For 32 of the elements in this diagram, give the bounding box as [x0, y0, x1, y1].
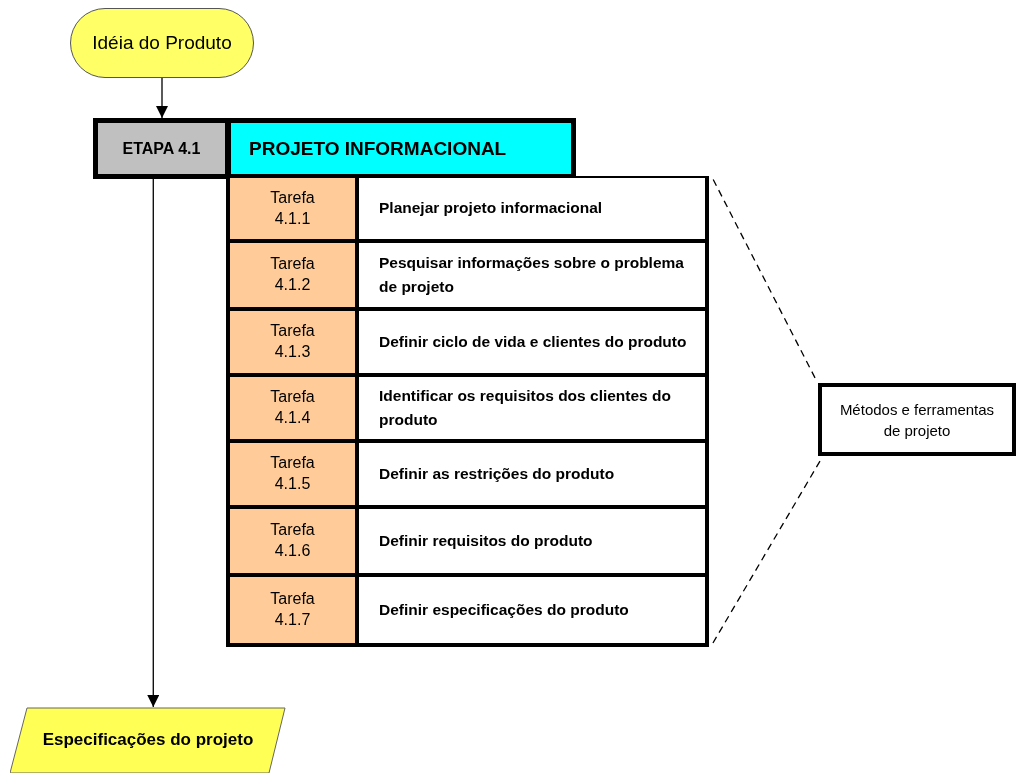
- node-text: Tarefa 4.1.5: [269, 453, 316, 494]
- node-text: Métodos e ferramentas de projeto: [838, 399, 996, 441]
- task-number-cell: [230, 577, 359, 643]
- node-text: Identificar os requisitos dos clientes do produto: [379, 386, 672, 430]
- task-number-cell: [230, 178, 359, 243]
- tool-box: [818, 383, 1016, 456]
- task-number-cell: [230, 377, 359, 443]
- arrow: [147, 178, 160, 708]
- node-text: ETAPA 4.1: [122, 139, 201, 158]
- node-text: PROJETO INFORMACIONAL: [249, 137, 507, 160]
- node-label: Especificações do projeto: [42, 730, 254, 750]
- node-text: Planejar projeto informacional: [379, 198, 603, 219]
- node-text: Tarefa 4.1.4: [269, 387, 316, 428]
- arrow: [156, 77, 168, 119]
- node-text: Definir requisitos do produto: [379, 531, 593, 551]
- task-number-cell: [230, 243, 359, 311]
- task-table: [226, 176, 709, 647]
- node-text: Tarefa 4.1.2: [269, 254, 316, 295]
- task-number-cell: [230, 443, 359, 509]
- task-description-cell: [359, 178, 705, 243]
- output-parallelogram: [10, 707, 286, 773]
- node-text: Definir ciclo de vida e clientes do produto: [379, 332, 687, 352]
- node-text: Tarefa 4.1.3: [269, 321, 316, 362]
- node-text: Pesquisar informações sobre o problema de projeto: [379, 253, 685, 297]
- node-text: Tarefa 4.1.6: [269, 520, 316, 561]
- node-label: Idéia do Produto: [92, 32, 232, 54]
- task-number-cell: [230, 311, 359, 377]
- node-text: Tarefa 4.1.1: [269, 187, 316, 229]
- task-number-cell: [230, 509, 359, 577]
- node-text: Definir as restrições do produto: [379, 464, 615, 484]
- node-text: Definir especificações do produto: [379, 600, 629, 620]
- node-text: Tarefa 4.1.7: [269, 589, 316, 630]
